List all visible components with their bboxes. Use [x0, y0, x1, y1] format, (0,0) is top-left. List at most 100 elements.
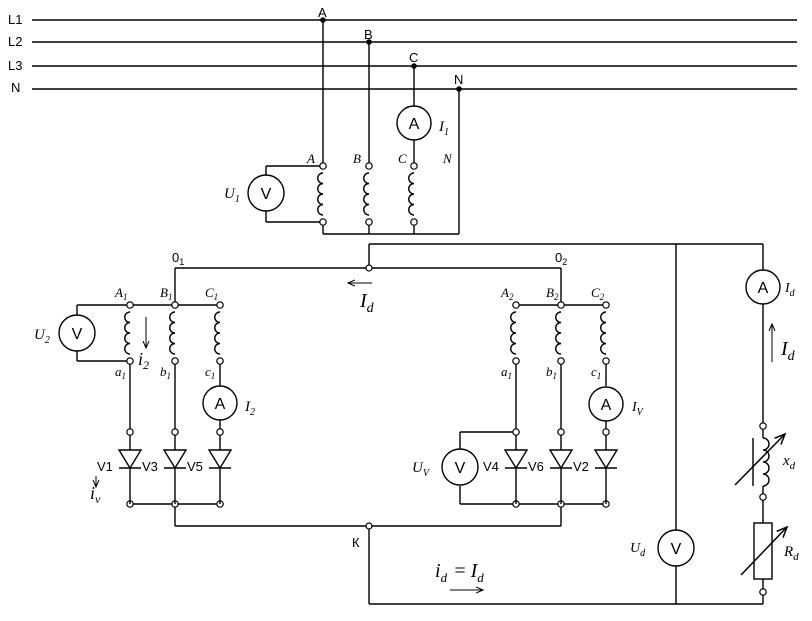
label-i1-sub: 1 [444, 127, 449, 138]
label-uv: UV [412, 460, 431, 479]
terminal [216, 428, 224, 436]
ammeter-i2 [202, 385, 238, 421]
terminal [171, 428, 179, 436]
terminal [126, 301, 134, 309]
label-ud-main: U [630, 541, 641, 556]
label-id-right: Id [780, 338, 796, 364]
label-left-bot-2-sub: 1 [211, 371, 216, 381]
terminal [319, 162, 327, 170]
label-left-bot-0-main: a [115, 364, 122, 379]
voltmeter-u2 [58, 314, 96, 352]
voltmeter-u1-symbol: V [261, 186, 272, 203]
eq-sign: = [453, 560, 467, 582]
terminal [512, 428, 520, 436]
label-diode-v2: V2 [573, 459, 589, 474]
eq-rhs-sub: d [477, 570, 484, 585]
label-l3: L3 [8, 58, 22, 73]
label-i1-main: I [438, 119, 445, 135]
label-right-top-1-sub: 2 [554, 292, 559, 302]
ammeter-iv-symbol: A [601, 397, 612, 414]
label-diode-v1: V1 [97, 459, 113, 474]
label-i2-small-main: i [138, 349, 143, 369]
label-u1-main: U [224, 186, 236, 202]
terminal [759, 588, 767, 596]
label-right-bot-2-sub: 1 [597, 371, 602, 381]
diode-v3 [162, 449, 188, 470]
diode-v1 [117, 449, 143, 470]
label-left-top-0: A1 [114, 285, 127, 302]
diode-v2 [593, 449, 619, 470]
voltmeter-u1 [247, 174, 285, 212]
terminal [410, 218, 418, 226]
label-i2-small: i2 [138, 349, 149, 372]
rectifier-left: V U2 A I2 i2 iv [34, 304, 369, 527]
label-l2: L2 [8, 34, 22, 49]
label-u2-main: U [34, 327, 46, 343]
terminal [512, 357, 520, 365]
label-id-top-sub: d [367, 301, 375, 316]
ammeter-id-symbol: A [758, 280, 769, 297]
label-xd: xd [782, 453, 796, 472]
label-diode-v3: V3 [142, 459, 158, 474]
label-right-top-2-main: C [591, 285, 600, 300]
label-right-top-0: A2 [500, 285, 514, 302]
label-id-meter-sub: d [790, 288, 796, 299]
label-iv-small-main: i [90, 483, 95, 503]
supply-lines: L1 L2 L3 N A B C N [8, 5, 797, 95]
secondary-coil-1 [124, 311, 131, 355]
tap-b-label: B [364, 27, 373, 42]
secondary-coil-4 [510, 311, 517, 355]
terminal [557, 301, 565, 309]
label-id-right-main: I [780, 338, 789, 360]
label-o1: 01 [172, 250, 184, 267]
primary-label-c: C [398, 151, 407, 166]
label-n: N [11, 80, 20, 95]
label-iv-small: iv [90, 483, 101, 506]
voltmeter-ud [657, 529, 695, 567]
label-id-equation: id=Id [435, 560, 484, 585]
terminal [365, 264, 373, 272]
label-right-bot-2-main: c [591, 364, 597, 379]
eq-lhs-sub: d [441, 570, 448, 585]
label-iv-sub: V [637, 407, 645, 418]
label-o1-sub: 1 [179, 257, 184, 267]
primary-coil-b [363, 172, 370, 216]
label-u2: U2 [34, 327, 50, 346]
terminal [126, 428, 134, 436]
label-u2-sub: 2 [45, 335, 50, 346]
label-right-top-0-main: A [500, 285, 509, 300]
secondary-frame: 01 02 Id [172, 243, 763, 604]
label-left-bot-0-sub: 1 [122, 371, 127, 381]
primary-label-a: A [306, 151, 315, 166]
terminal [126, 357, 134, 365]
label-left-top-2: C1 [205, 285, 218, 302]
label-id-right-sub: d [788, 349, 796, 364]
label-uv-main: U [412, 460, 424, 476]
label-right-bot-1: b1 [546, 364, 557, 381]
primary-coil-c [408, 172, 415, 216]
terminal [602, 357, 610, 365]
diode-v4 [503, 449, 529, 470]
label-i1: I1 [438, 119, 449, 138]
terminal [557, 428, 565, 436]
primary-label-n: N [442, 151, 453, 166]
label-k: К [352, 535, 360, 550]
label-id-top-main: I [359, 290, 368, 312]
label-right-bot-0-sub: 1 [508, 371, 513, 381]
ammeter-i2-symbol: A [215, 396, 226, 413]
terminal [216, 301, 224, 309]
label-left-bot-1: b1 [160, 364, 171, 381]
terminal [410, 162, 418, 170]
diode-v5 [207, 449, 233, 470]
voltmeter-uv [441, 448, 479, 486]
terminal [365, 162, 373, 170]
terminal [759, 422, 767, 430]
label-ud: Ud [630, 541, 646, 559]
label-i2-main: I [244, 399, 251, 415]
label-rd-sub: d [793, 551, 799, 563]
label-i2-small-sub: 2 [143, 358, 149, 372]
terminal [602, 301, 610, 309]
label-u1: U1 [224, 186, 240, 205]
label-l1: L1 [8, 12, 22, 27]
